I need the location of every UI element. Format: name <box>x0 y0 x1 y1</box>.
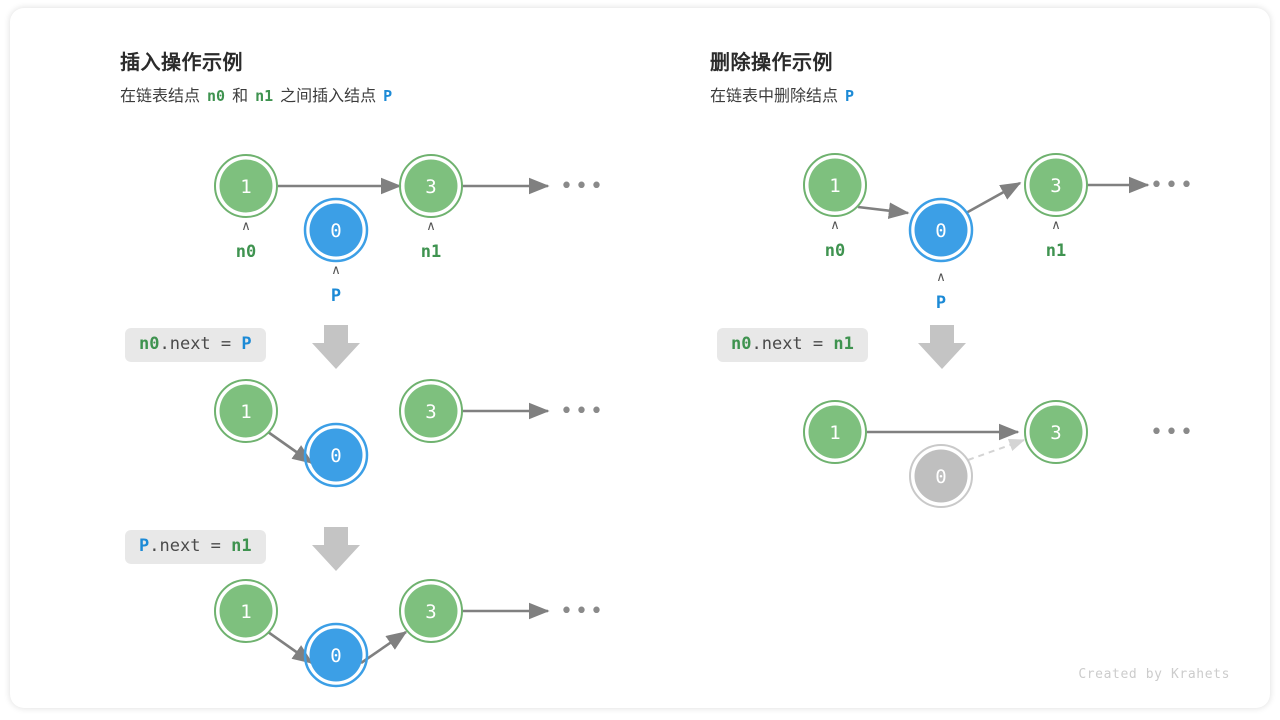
node-del-n0-value-1: 1 <box>803 153 867 217</box>
diagram-card: 插入操作示例 在链表结点 n0 和 n1 之间插入结点 P <box>10 8 1270 708</box>
del-subtitle-text-1: 在链表中删除结点 <box>710 88 839 105</box>
subtitle-text-1: 在链表结点 <box>120 88 201 105</box>
node-del-p-value-0: 0 <box>908 197 974 263</box>
subtitle-var-n1: n1 <box>255 87 274 105</box>
code-middle-1: .next = <box>159 334 242 354</box>
node-n1-value-3: 3 <box>399 154 463 218</box>
panel-insert-title: 插入操作示例 <box>120 52 243 74</box>
svg-text:0: 0 <box>330 445 341 467</box>
panel-delete: 删除操作示例 在链表中删除结点 P <box>710 46 854 105</box>
label-n1: n1 <box>420 242 442 262</box>
panel-delete-subtitle: 在链表中删除结点 P <box>710 89 854 105</box>
subtitle-text-2: 和 <box>232 88 249 105</box>
label-n0: n0 <box>235 242 257 262</box>
caret-p-icon: ∧ <box>331 263 341 278</box>
caret-del-n1-icon: ∧ <box>1051 218 1061 233</box>
down-arrow-insert-1 <box>312 325 360 369</box>
node-del2-value-1: 1 <box>803 400 867 464</box>
caret-del-n0-icon: ∧ <box>830 218 840 233</box>
svg-text:3: 3 <box>425 176 436 198</box>
delete-step-1-graphic: 1 3 0 <box>803 153 1150 263</box>
node-del2-removed-value-0: 0 <box>909 444 973 508</box>
code-middle-3: .next = <box>751 334 834 354</box>
ellipsis-delete-1: ••• <box>1150 173 1195 198</box>
node-step2-value-0: 0 <box>303 422 369 488</box>
panel-insert-subtitle: 在链表结点 n0 和 n1 之间插入结点 P <box>120 89 392 105</box>
node-n0-value-1: 1 <box>214 154 278 218</box>
code-target-2: P <box>139 536 150 556</box>
node-step2-value-3: 3 <box>399 379 463 443</box>
ellipsis-insert-2: ••• <box>560 399 605 424</box>
caret-del-p-icon: ∧ <box>936 270 946 285</box>
svg-text:1: 1 <box>240 176 251 198</box>
node-step3-value-0: 0 <box>303 622 369 688</box>
diagram-canvas: 1 3 0 <box>214 153 1150 688</box>
code-middle-2: .next = <box>149 536 232 556</box>
label-del-n1: n1 <box>1045 241 1067 261</box>
subtitle-text-3: 之间插入结点 <box>280 88 377 105</box>
del-subtitle-var-p: P <box>845 87 855 105</box>
ellipsis-insert-1: ••• <box>560 174 605 199</box>
insert-step-1-graphic: 1 3 0 <box>214 154 550 263</box>
down-arrow-delete-1 <box>918 325 966 369</box>
svg-text:3: 3 <box>425 601 436 623</box>
credit-text: Created by Krahets <box>1078 667 1230 682</box>
svg-text:3: 3 <box>425 401 436 423</box>
code-pill-delete-1: n0.next = n1 <box>717 328 868 362</box>
insert-step-3-graphic: 1 3 0 <box>214 579 550 688</box>
svg-text:3: 3 <box>1050 422 1061 444</box>
label-del-p: P <box>935 293 947 313</box>
delete-step-2-graphic: 1 3 0 <box>803 400 1088 508</box>
node-step3-value-3: 3 <box>399 579 463 643</box>
code-pill-insert-2: P.next = n1 <box>125 530 266 564</box>
code-value-1: P <box>241 334 252 354</box>
svg-text:0: 0 <box>935 466 946 488</box>
svg-text:1: 1 <box>240 601 251 623</box>
node-step2-value-1: 1 <box>214 379 278 443</box>
down-arrow-insert-2 <box>312 527 360 571</box>
label-del-n0: n0 <box>824 241 846 261</box>
svg-text:1: 1 <box>829 422 840 444</box>
code-target-1: n0 <box>139 334 160 354</box>
svg-text:0: 0 <box>935 220 946 242</box>
caret-n0-icon: ∧ <box>241 219 251 234</box>
ellipsis-insert-3: ••• <box>560 599 605 624</box>
insert-step-2-graphic: 1 3 0 <box>214 379 550 488</box>
svg-text:1: 1 <box>240 401 251 423</box>
code-target-3: n0 <box>731 334 752 354</box>
code-value-3: n1 <box>833 334 854 354</box>
code-pill-insert-1: n0.next = P <box>125 328 266 362</box>
panel-delete-title: 删除操作示例 <box>710 52 833 74</box>
svg-text:3: 3 <box>1050 175 1061 197</box>
label-p: P <box>330 286 342 306</box>
caret-n1-icon: ∧ <box>426 219 436 234</box>
code-value-2: n1 <box>231 536 252 556</box>
node-del-n1-value-3: 3 <box>1024 153 1088 217</box>
svg-text:1: 1 <box>829 175 840 197</box>
svg-text:0: 0 <box>330 645 341 667</box>
subtitle-var-p: P <box>383 87 393 105</box>
node-p-value-0: 0 <box>303 197 369 263</box>
ellipsis-delete-2: ••• <box>1150 420 1195 445</box>
node-step3-value-1: 1 <box>214 579 278 643</box>
panel-insert: 插入操作示例 在链表结点 n0 和 n1 之间插入结点 P <box>120 46 392 105</box>
node-del2-value-3: 3 <box>1024 400 1088 464</box>
subtitle-var-n0: n0 <box>207 87 226 105</box>
svg-text:0: 0 <box>330 220 341 242</box>
